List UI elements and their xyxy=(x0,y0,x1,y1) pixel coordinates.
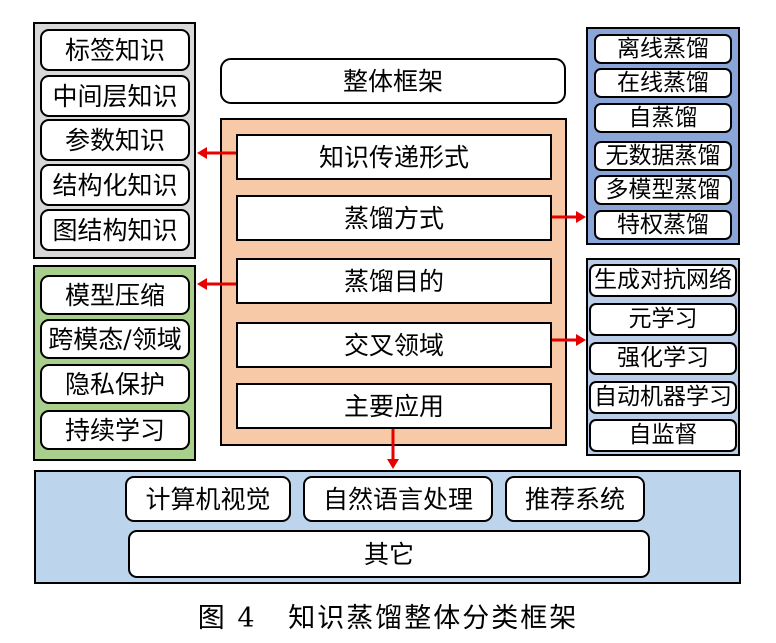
cross-domain-label: 元学习 xyxy=(628,306,698,332)
knowledge-type-box: 结构化知识 xyxy=(40,164,190,206)
center-category-label: 蒸馏方式 xyxy=(343,203,444,233)
knowledge-type-label: 标签知识 xyxy=(64,35,165,65)
cross-domain-label: 自监督 xyxy=(628,422,698,448)
center-category-box: 蒸馏目的 xyxy=(236,258,552,304)
center-category-label: 蒸馏目的 xyxy=(343,266,444,296)
knowledge-type-label: 结构化知识 xyxy=(52,170,178,200)
cross-domain-box: 元学习 xyxy=(589,303,737,336)
cross-domain-box: 自监督 xyxy=(589,419,737,452)
figure-caption: 图 4 知识蒸馏整体分类框架 xyxy=(197,603,579,634)
method-box: 特权蒸馏 xyxy=(594,210,732,240)
knowledge-type-box: 中间层知识 xyxy=(40,75,190,117)
application-label: 自然语言处理 xyxy=(322,484,473,514)
arrowhead-down xyxy=(387,459,399,469)
arrowhead-left xyxy=(197,147,207,159)
method-label: 多模型蒸馏 xyxy=(605,176,721,203)
arrowhead-left xyxy=(197,278,207,290)
purpose-label: 持续学习 xyxy=(64,415,165,445)
center-category-label: 知识传递形式 xyxy=(318,142,469,172)
cross-domain-box: 生成对抗网络 xyxy=(589,264,737,297)
purpose-label: 隐私保护 xyxy=(64,369,165,399)
application-box: 推荐系统 xyxy=(505,476,645,522)
knowledge-type-label: 图结构知识 xyxy=(52,215,178,245)
arrowhead-right xyxy=(576,211,586,223)
other-application-label: 其它 xyxy=(363,539,414,569)
application-box: 自然语言处理 xyxy=(303,476,493,522)
method-label: 无数据蒸馏 xyxy=(605,142,721,169)
center-category-box: 蒸馏方式 xyxy=(236,195,552,241)
center-category-label: 主要应用 xyxy=(343,391,444,421)
purpose-label: 模型压缩 xyxy=(64,280,165,310)
purpose-box: 隐私保护 xyxy=(40,364,190,404)
method-box: 无数据蒸馏 xyxy=(594,141,732,171)
application-label: 计算机视觉 xyxy=(145,484,271,514)
method-label: 自蒸馏 xyxy=(628,104,698,131)
method-label: 特权蒸馏 xyxy=(617,211,709,238)
overall-framework-label: 整体框架 xyxy=(342,66,443,96)
arrowhead-right xyxy=(576,334,586,346)
application-label: 推荐系统 xyxy=(524,484,625,514)
cross-domain-box: 强化学习 xyxy=(589,342,737,375)
center-category-label: 交叉领域 xyxy=(343,330,444,360)
knowledge-type-label: 参数知识 xyxy=(64,125,165,155)
other-application-box: 其它 xyxy=(128,530,650,578)
method-box: 自蒸馏 xyxy=(594,103,732,133)
knowledge-type-box: 标签知识 xyxy=(40,29,190,71)
knowledge-type-box: 参数知识 xyxy=(40,119,190,161)
cross-domain-label: 自动机器学习 xyxy=(594,384,732,410)
center-category-box: 知识传递形式 xyxy=(236,134,552,180)
method-box: 多模型蒸馏 xyxy=(594,175,732,205)
purpose-box: 持续学习 xyxy=(40,410,190,450)
center-category-box: 交叉领域 xyxy=(236,322,552,368)
cross-domain-label: 生成对抗网络 xyxy=(594,267,732,293)
method-label: 离线蒸馏 xyxy=(617,35,709,62)
cross-domain-box: 自动机器学习 xyxy=(589,381,737,414)
purpose-box: 跨模态/领域 xyxy=(40,319,190,359)
overall-framework-title: 整体框架 xyxy=(220,58,566,104)
application-box: 计算机视觉 xyxy=(125,476,291,522)
method-box: 离线蒸馏 xyxy=(594,34,732,64)
cross-domain-label: 强化学习 xyxy=(617,345,709,371)
method-box: 在线蒸馏 xyxy=(594,68,732,98)
center-category-box: 主要应用 xyxy=(236,383,552,429)
knowledge-type-label: 中间层知识 xyxy=(52,81,178,111)
purpose-label: 跨模态/领域 xyxy=(48,324,182,354)
knowledge-type-box: 图结构知识 xyxy=(40,209,190,251)
purpose-box: 模型压缩 xyxy=(40,275,190,315)
method-label: 在线蒸馏 xyxy=(617,69,709,96)
